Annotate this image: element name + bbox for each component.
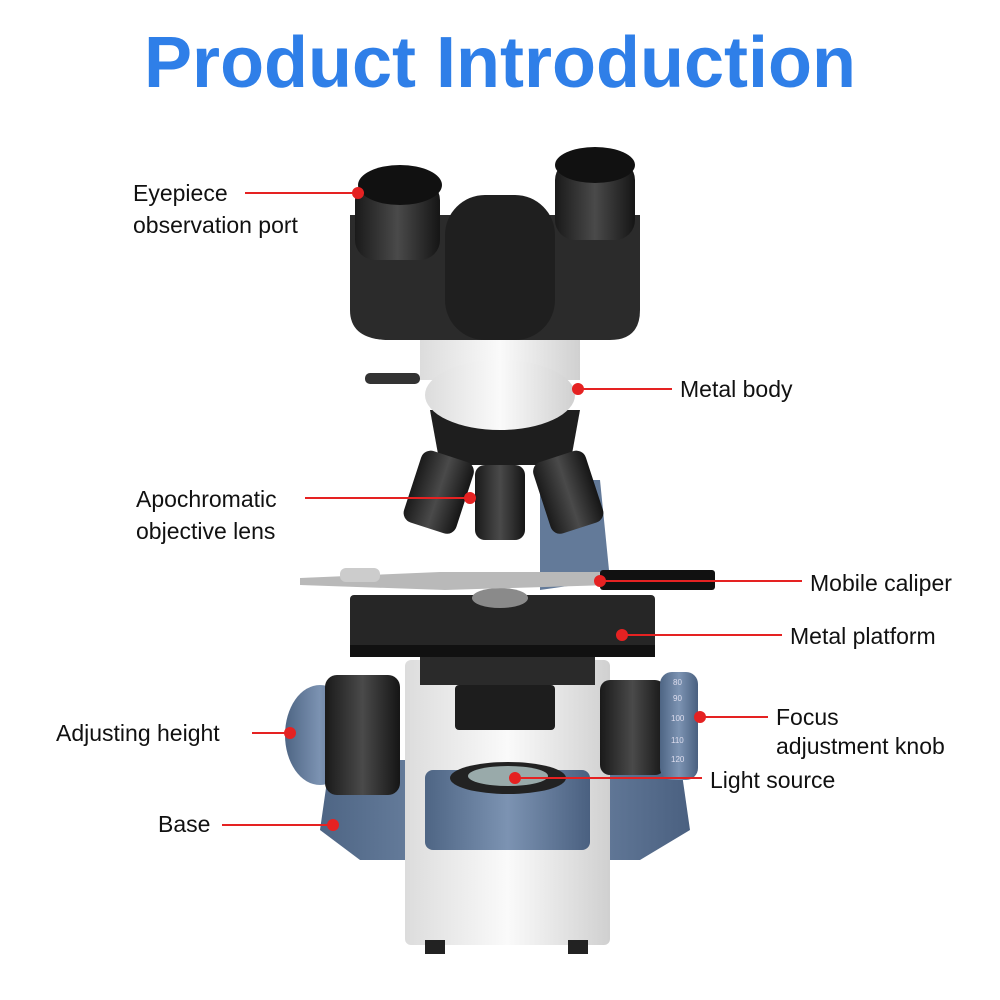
scale-tick: 110	[671, 736, 684, 745]
label-base: Base	[158, 811, 211, 837]
callout-dot	[352, 187, 364, 199]
scale-tick: 80	[673, 678, 682, 687]
focus-knob	[600, 680, 665, 775]
label-line: objective lens	[136, 518, 276, 544]
objective-lens	[533, 450, 604, 534]
focus-scale-drum	[660, 672, 698, 780]
label-line: Focus	[776, 704, 839, 730]
callout-dot	[694, 711, 706, 723]
label-line: Eyepiece	[133, 180, 228, 206]
label-eyepiece: Eyepiece observation port	[133, 177, 298, 241]
label-adjusting-height: Adjusting height	[56, 720, 220, 746]
label-objective: Apochromatic objective lens	[136, 483, 277, 547]
callout-dot	[572, 383, 584, 395]
callout-dot	[616, 629, 628, 641]
scale-tick: 120	[671, 755, 685, 764]
callout-dot	[327, 819, 339, 831]
label-line: adjustment knob	[776, 733, 945, 759]
label-caliper: Mobile caliper	[810, 570, 952, 596]
metal-platform	[350, 595, 655, 650]
callout-dot	[594, 575, 606, 587]
label-focus: Focus adjustment knob	[776, 703, 945, 761]
scale-tick: 100	[671, 714, 685, 723]
label-metal-body: Metal body	[680, 376, 793, 402]
label-line: observation port	[133, 212, 298, 238]
label-platform: Metal platform	[790, 623, 936, 649]
objective-lens	[403, 450, 474, 534]
scale-tick: 90	[673, 694, 682, 703]
callout-dot	[509, 772, 521, 784]
page-title: Product Introduction	[144, 23, 856, 103]
callout-dot	[284, 727, 296, 739]
objective-lens	[475, 465, 525, 540]
callout-dot	[464, 492, 476, 504]
light-source-housing	[425, 770, 590, 850]
label-line: Apochromatic	[136, 486, 277, 512]
coarse-knob	[325, 675, 400, 795]
label-light-source: Light source	[710, 767, 836, 793]
